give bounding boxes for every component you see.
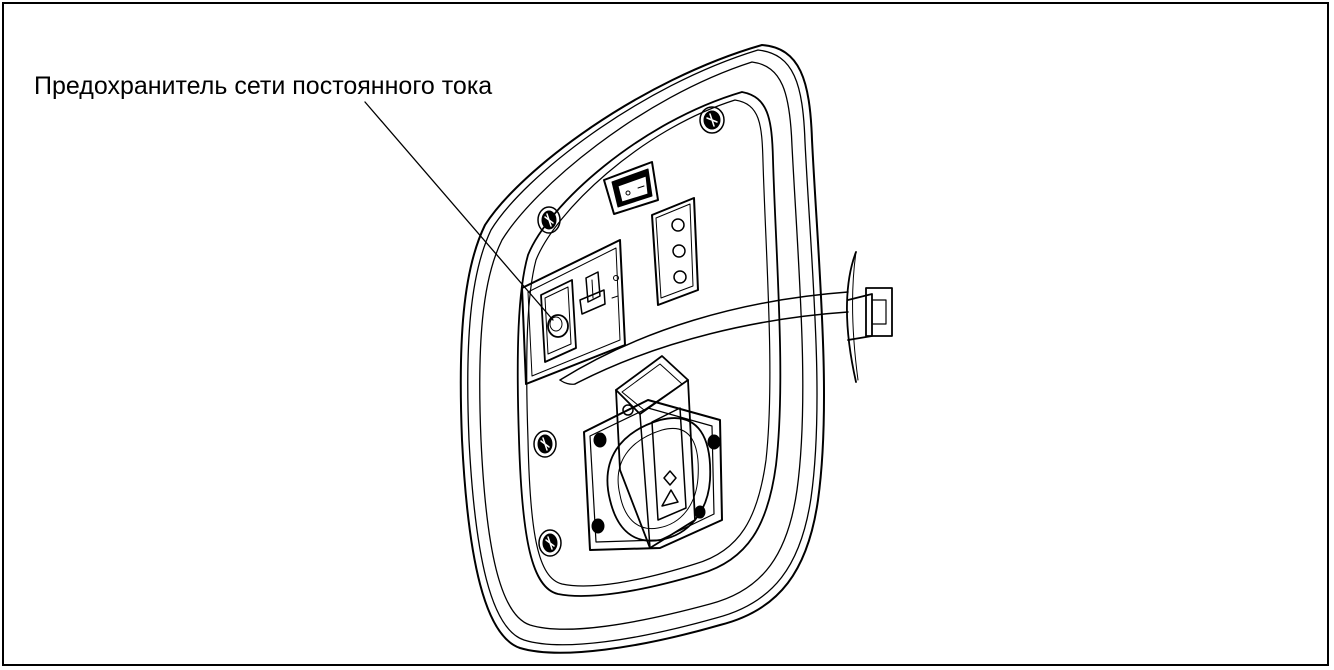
dc-fuse-button bbox=[547, 314, 569, 338]
diamond-symbol-icon bbox=[663, 470, 677, 486]
screw-left-lower bbox=[538, 529, 562, 557]
dc-socket bbox=[579, 271, 606, 315]
indicator-lights bbox=[651, 197, 699, 306]
inner-plate bbox=[516, 91, 782, 597]
rocker-switch bbox=[603, 161, 659, 215]
triangle-symbol-icon bbox=[661, 489, 679, 507]
tether-strap bbox=[559, 291, 849, 385]
outlet-lid bbox=[615, 355, 696, 549]
callout-label-dc-fuse: Предохранитель сети постоянного тока bbox=[34, 72, 493, 100]
indicator-lamp-3 bbox=[673, 270, 687, 284]
screw-top-right bbox=[699, 106, 725, 134]
screw-left-upper bbox=[537, 206, 561, 234]
indicator-lamp-2 bbox=[672, 244, 686, 258]
dc-fuse-assembly bbox=[521, 239, 626, 385]
screw-left-middle bbox=[533, 430, 557, 458]
indicator-lamp-1 bbox=[671, 218, 685, 232]
panel-housing bbox=[459, 44, 826, 654]
rubber-plug bbox=[846, 251, 893, 383]
ac-outlet bbox=[583, 355, 723, 551]
